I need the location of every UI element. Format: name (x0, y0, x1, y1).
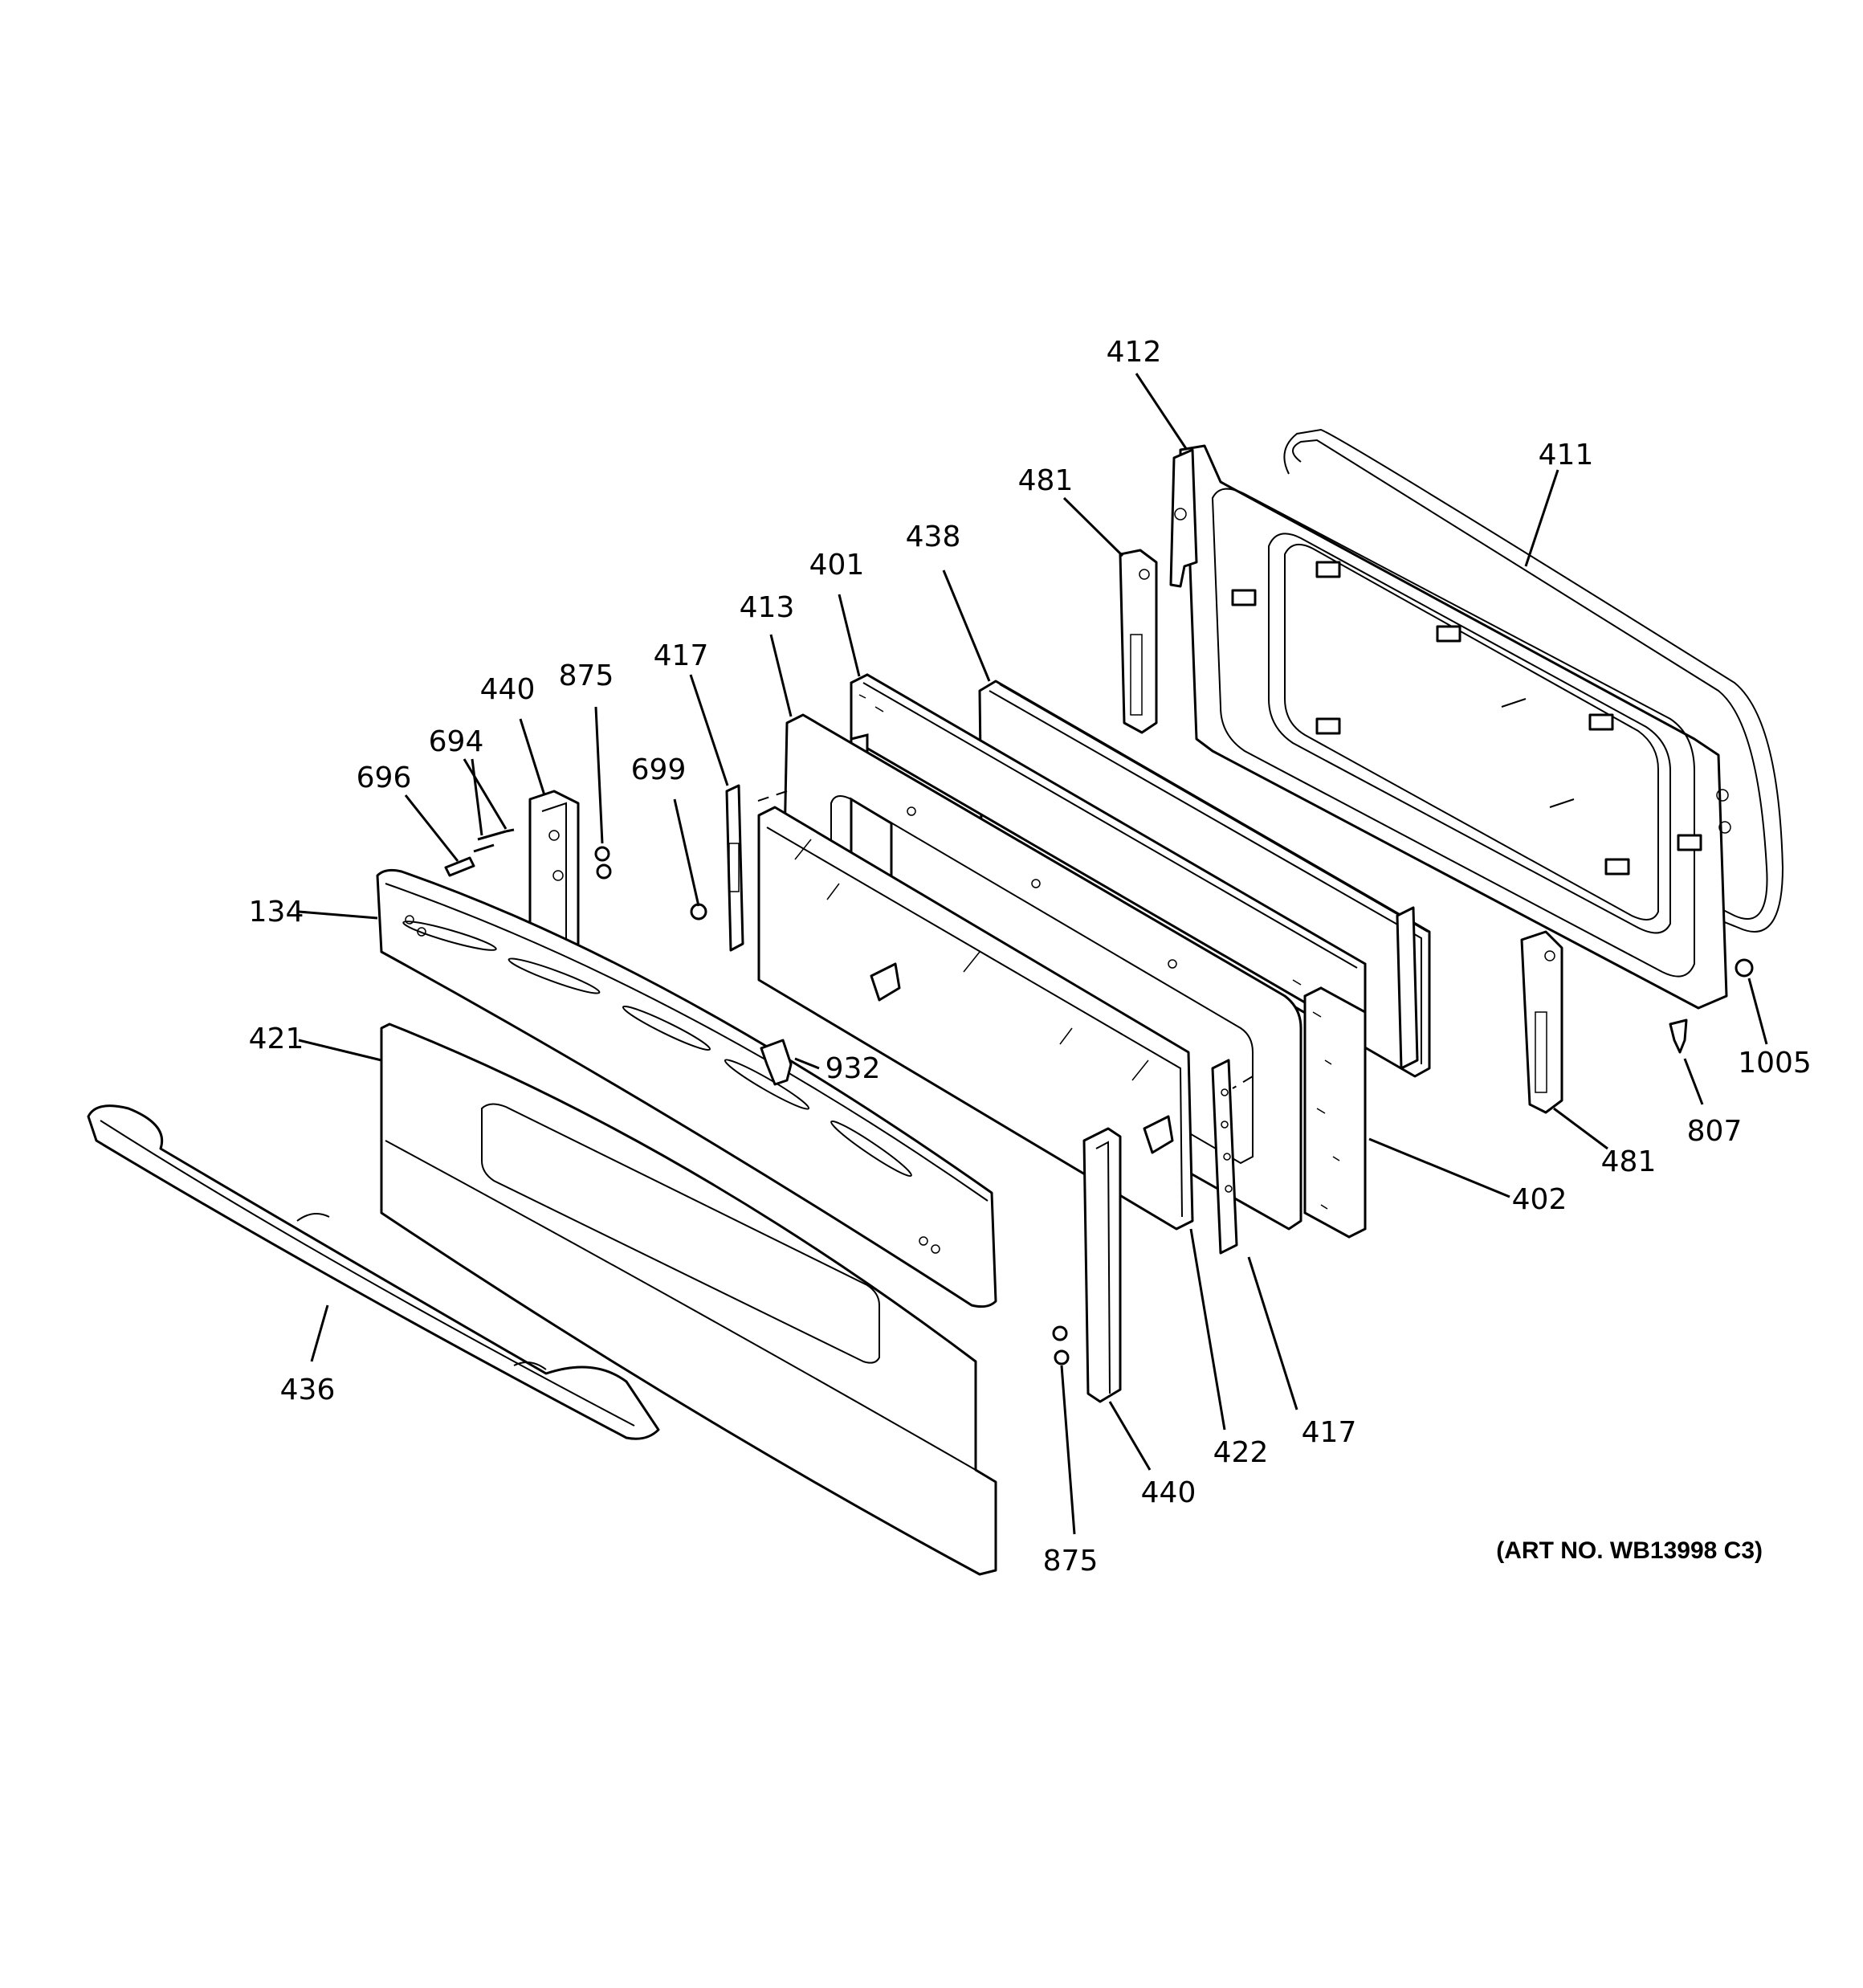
part-481-lower-hinge (1520, 930, 1563, 1114)
art-number: (ART NO. WB13998 C3) (1496, 1537, 1763, 1564)
callout-438: 438 (906, 520, 961, 553)
callout-1005: 1005 (1738, 1047, 1812, 1080)
callout-411: 411 (1539, 439, 1594, 471)
screws-875-upper (594, 846, 612, 880)
callout-694: 694 (429, 725, 484, 758)
part-421-door-panel (380, 1023, 997, 1576)
callout-440-upper: 440 (480, 673, 536, 706)
callout-807: 807 (1687, 1115, 1743, 1148)
callout-440-lower: 440 (1141, 1476, 1196, 1509)
part-417-channel-right (1211, 1059, 1238, 1255)
callout-436: 436 (280, 1374, 336, 1406)
part-417-channel-left (725, 784, 744, 952)
part-481-upper-hinge (1119, 549, 1158, 734)
callout-481-lower: 481 (1601, 1145, 1657, 1178)
callout-413: 413 (740, 591, 795, 624)
screws-694 (473, 828, 515, 853)
part-411-gasket (1283, 428, 1784, 933)
part-422-outer-glass (757, 806, 1194, 1231)
part-436-handle (87, 1104, 660, 1440)
callout-932: 932 (826, 1052, 881, 1085)
callout-421: 421 (249, 1023, 304, 1055)
part-134-top-trim (376, 868, 997, 1308)
callout-401: 401 (809, 549, 865, 582)
callout-labels: 412 411 481 438 401 413 417 440 875 694 … (249, 336, 1812, 1578)
callout-481-upper: 481 (1018, 464, 1074, 497)
leader-lines (298, 373, 1768, 1535)
part-932-clip (760, 1039, 793, 1086)
callout-134: 134 (249, 896, 304, 929)
screw-696 (444, 856, 475, 877)
part-402-insulation (1303, 986, 1367, 1239)
screws-875-lower (1052, 1325, 1070, 1365)
callout-696: 696 (357, 761, 412, 794)
screw-699 (690, 903, 707, 921)
screw-1005 (1735, 958, 1754, 978)
callout-422: 422 (1213, 1436, 1269, 1469)
screw-807 (1669, 1018, 1688, 1054)
part-440-side-trim-right (1082, 1127, 1122, 1403)
callout-417-lower: 417 (1302, 1416, 1357, 1449)
callout-875-lower: 875 (1043, 1545, 1099, 1578)
part-412-inner-door (1169, 444, 1731, 1010)
callout-402: 402 (1512, 1183, 1567, 1216)
callout-417-upper: 417 (654, 639, 709, 672)
callout-875-upper: 875 (559, 659, 614, 692)
callout-699: 699 (631, 753, 687, 786)
callout-412: 412 (1107, 336, 1162, 369)
